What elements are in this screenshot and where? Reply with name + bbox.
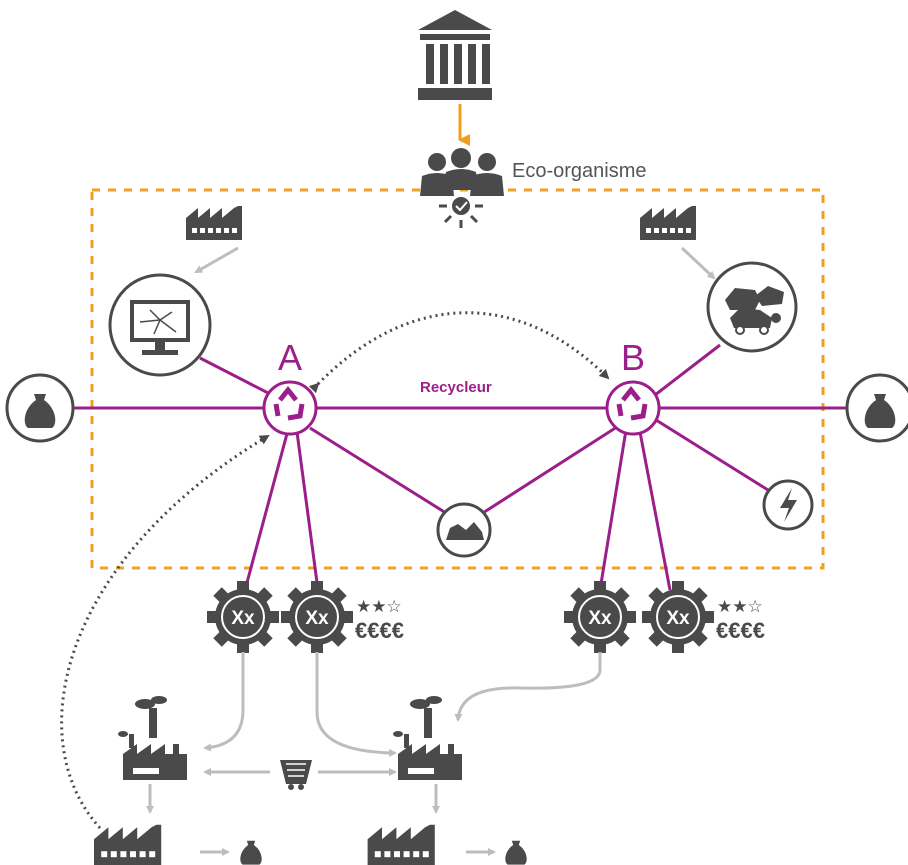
factory-icon	[640, 206, 696, 240]
hub-b-label: B	[621, 337, 645, 378]
hub-a-label: A	[278, 337, 302, 378]
factory-icon	[94, 824, 162, 865]
network-lines	[60, 343, 848, 591]
badge-a2-euros: €€€€	[355, 618, 404, 643]
badge-b1-text: Xx	[588, 608, 612, 629]
badge-a1-text: Xx	[231, 608, 255, 629]
waste-bag-icon	[240, 840, 262, 865]
badge-b2-stars: ★★☆	[717, 597, 763, 617]
recycler-hub-a	[262, 380, 318, 436]
material-flow-arrows	[146, 652, 602, 856]
quality-badge-a1: Xx	[206, 580, 280, 654]
factory-icon	[367, 824, 435, 865]
factory-to-monitor-arrow	[194, 246, 239, 274]
eco-organisme-group-icon	[420, 148, 504, 228]
broken-monitor-icon	[108, 273, 212, 377]
lightning-icon	[762, 479, 814, 531]
recycleur-label: Recycleur	[420, 379, 492, 396]
waste-bag-icon	[505, 840, 527, 865]
exchange-a-b-arrow	[308, 311, 610, 394]
scrap-pile-icon	[436, 502, 492, 558]
recycler-hub-b	[605, 380, 661, 436]
badge-a2-text: Xx	[305, 608, 329, 629]
smoking-factory-icon	[393, 696, 462, 780]
waste-bag-icon	[845, 373, 908, 443]
quality-badge-a2: Xx ★★☆ €€€€	[280, 580, 404, 654]
factory-icon	[186, 206, 242, 240]
quality-badge-b1: Xx	[563, 580, 637, 654]
badge-b2-text: Xx	[666, 608, 690, 629]
badge-b2-euros: €€€€	[716, 618, 765, 643]
waste-bag-icon	[5, 373, 75, 443]
eco-organisme-label: Eco-organisme	[512, 160, 647, 182]
government-building-icon	[418, 10, 492, 100]
factory-to-cars-arrow	[680, 246, 716, 280]
eco-organisme-boundary	[90, 188, 825, 570]
mine-cart-icon	[280, 760, 312, 790]
badge-a2-stars: ★★☆	[356, 597, 402, 617]
feedback-to-hub-a-arrow	[60, 434, 270, 830]
smoking-factory-icon	[118, 696, 187, 780]
quality-badge-b2: Xx ★★☆ €€€€	[641, 580, 765, 654]
scrap-cars-icon	[706, 261, 798, 353]
